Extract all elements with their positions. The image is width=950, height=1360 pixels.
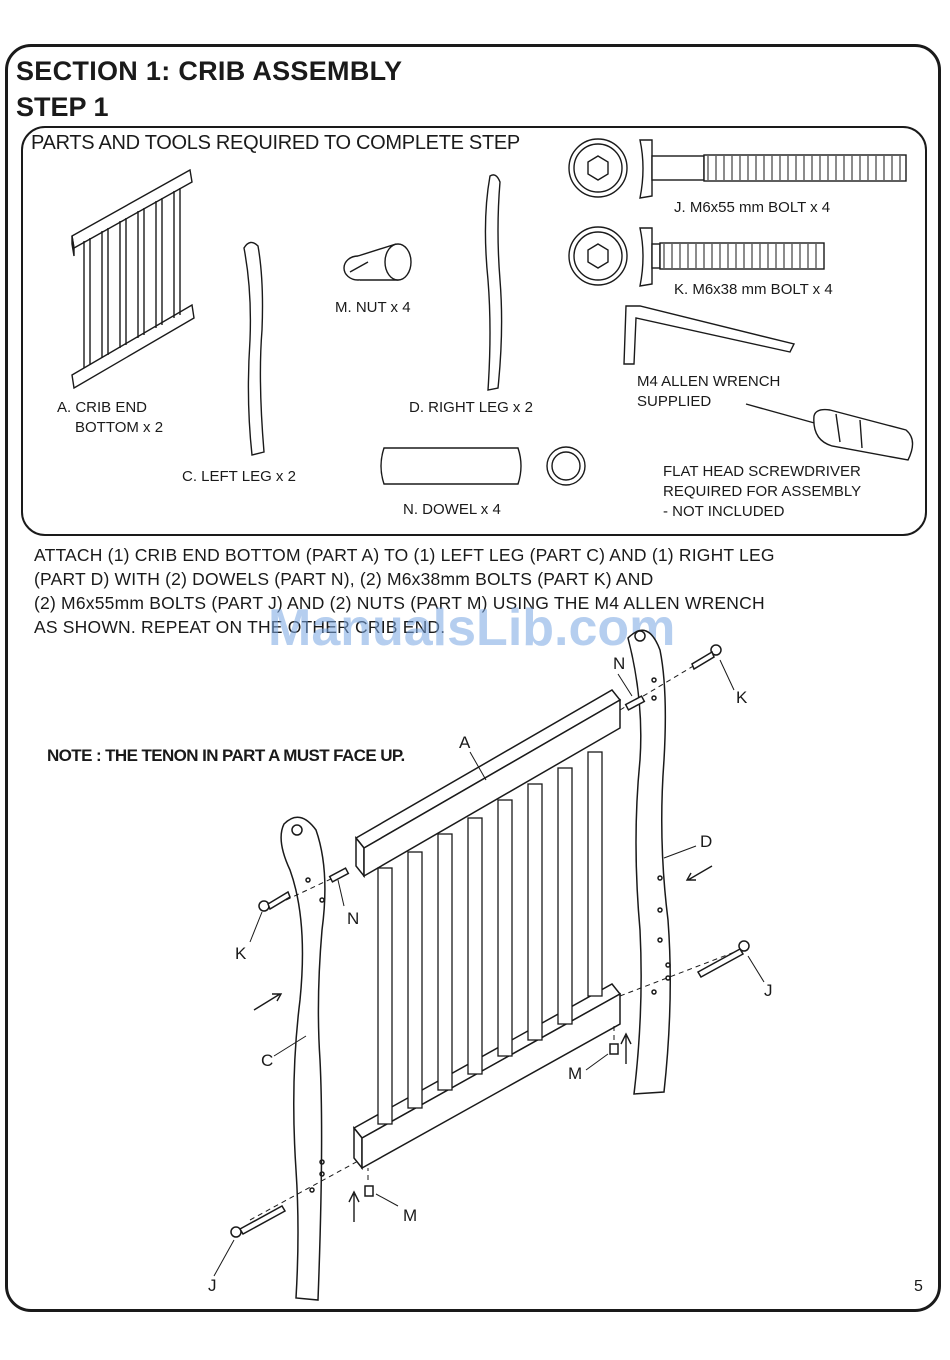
- callout-n-top: N: [613, 654, 626, 673]
- instruction-line-3: (2) M6x55mm BOLTS (PART J) AND (2) NUTS …: [34, 593, 765, 613]
- instruction-line-1: ATTACH (1) CRIB END BOTTOM (PART A) TO (…: [34, 545, 775, 565]
- instructions: ATTACH (1) CRIB END BOTTOM (PART A) TO (…: [34, 543, 914, 639]
- page-number: 5: [914, 1278, 923, 1295]
- bolt-j-label: J. M6x55 mm BOLT x 4: [674, 199, 831, 216]
- crib-end-label-line1: A. CRIB END: [57, 399, 148, 416]
- bolt-k-part-illustration: [568, 226, 825, 287]
- callout-k-top: K: [736, 688, 748, 707]
- parts-box: [21, 126, 927, 536]
- callout-m-bottom: M: [403, 1206, 418, 1225]
- allen-wrench-label-line1: M4 ALLEN WRENCH: [637, 373, 781, 390]
- tenon-note: NOTE : THE TENON IN PART A MUST FACE UP.: [47, 746, 405, 765]
- instruction-line-4: AS SHOWN. REPEAT ON THE OTHER CRIB END.: [34, 617, 446, 637]
- nut-label: M. NUT x 4: [335, 299, 411, 316]
- crib-end-label-line2: BOTTOM x 2: [75, 419, 164, 436]
- callout-c: C: [261, 1051, 274, 1070]
- assembly-bolt-k-right: [691, 644, 722, 671]
- instruction-line-2: (PART D) WITH (2) DOWELS (PART N), (2) M…: [34, 569, 654, 589]
- parts-heading: PARTS AND TOOLS REQUIRED TO COMPLETE STE…: [31, 132, 520, 154]
- page-frame: [5, 44, 941, 1312]
- assembly-bolt-j-right: [696, 940, 750, 979]
- nut-part-illustration: [343, 243, 412, 281]
- screwdriver-label-line1: FLAT HEAD SCREWDRIVER: [663, 463, 861, 480]
- dowel-label: N. DOWEL x 4: [403, 501, 501, 518]
- bolt-j-part-illustration: [568, 138, 907, 199]
- allen-wrench-illustration: [623, 305, 796, 365]
- right-leg-label: D. RIGHT LEG x 2: [409, 399, 533, 416]
- assembly-bolt-j-bottom: [230, 1204, 287, 1238]
- assembly-right-leg: [627, 629, 671, 1095]
- screwdriver-label-line2: REQUIRED FOR ASSEMBLY: [663, 483, 862, 500]
- callout-m-right: M: [568, 1064, 583, 1083]
- left-leg-label: C. LEFT LEG x 2: [182, 468, 296, 485]
- watermark: ManualsLib.com: [268, 599, 676, 657]
- screwdriver-illustration: [745, 403, 914, 461]
- callout-j-right: J: [764, 981, 773, 1000]
- callout-n-left: N: [347, 909, 360, 928]
- bolt-k-label: K. M6x38 mm BOLT x 4: [674, 281, 833, 298]
- right-leg-part-illustration: [484, 174, 503, 391]
- assembly-left-leg: [280, 816, 326, 1301]
- left-leg-part-illustration: [243, 241, 265, 456]
- callout-j-bottom: J: [208, 1276, 217, 1295]
- assembly-bolt-k-left: [258, 890, 291, 912]
- allen-wrench-label-line2: SUPPLIED: [637, 393, 712, 410]
- callout-k-left: K: [235, 944, 247, 963]
- screwdriver-label-line3: - NOT INCLUDED: [663, 503, 785, 520]
- step-title: STEP 1: [16, 92, 109, 122]
- callout-d: D: [700, 832, 713, 851]
- callout-a: A: [459, 733, 471, 752]
- dowel-part-illustration: [380, 446, 586, 486]
- section-title: SECTION 1: CRIB ASSEMBLY: [16, 56, 403, 86]
- crib-end-part-illustration: [71, 168, 195, 390]
